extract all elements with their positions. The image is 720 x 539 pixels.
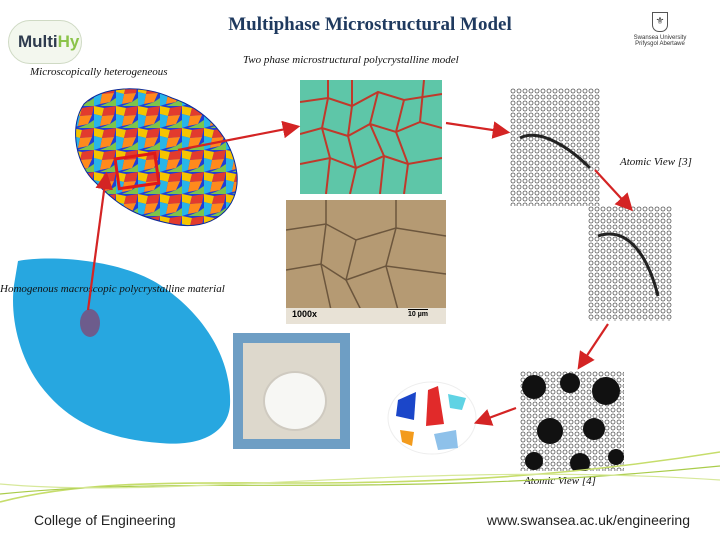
atomic-view-3-top-image <box>510 88 600 206</box>
optical-micrograph-image: 1000x 10 µm <box>286 200 446 324</box>
caption-two-phase: Two phase microstructural polycrystallin… <box>243 54 459 66</box>
scale-bar-label: 10 µm <box>408 309 428 318</box>
homogeneous-material-image <box>13 258 231 444</box>
slide-title: Multiphase Microstructural Model <box>228 14 512 35</box>
atomic-view-3-bottom-image <box>588 206 672 321</box>
heterogeneous-polycrystal-image <box>75 88 238 226</box>
caption-atomic-view-3: Atomic View [3] <box>620 156 692 168</box>
university-name: Swansea University <box>633 35 687 41</box>
footer-college: College of Engineering <box>34 512 176 528</box>
crest-icon: ⚜ <box>652 12 668 32</box>
logo-text-hy: Hy <box>57 32 80 51</box>
university-name-welsh: Prifysgol Abertawe <box>635 41 685 47</box>
caption-homogenous: Homogenous macroscopic polycrystalline m… <box>0 283 225 295</box>
sample-photo <box>233 333 350 449</box>
footer-swoosh <box>0 451 720 503</box>
magnification-label: 1000x <box>292 309 318 319</box>
caption-micro-heterogeneous: Microscopically heterogeneous <box>30 66 168 78</box>
sample-spot <box>80 309 100 337</box>
two-phase-grain-image <box>300 80 442 194</box>
phase-shards-image <box>387 381 477 455</box>
atomic-view-4-image <box>520 371 624 471</box>
footer-url[interactable]: www.swansea.ac.uk/engineering <box>486 512 690 528</box>
multihy-logo: MultiHy <box>8 20 82 64</box>
logo-text-multi: Multi <box>18 32 58 51</box>
university-logo: ⚜ Swansea University Prifysgol Abertawe <box>614 12 706 47</box>
zoom-region-marker <box>113 151 161 191</box>
